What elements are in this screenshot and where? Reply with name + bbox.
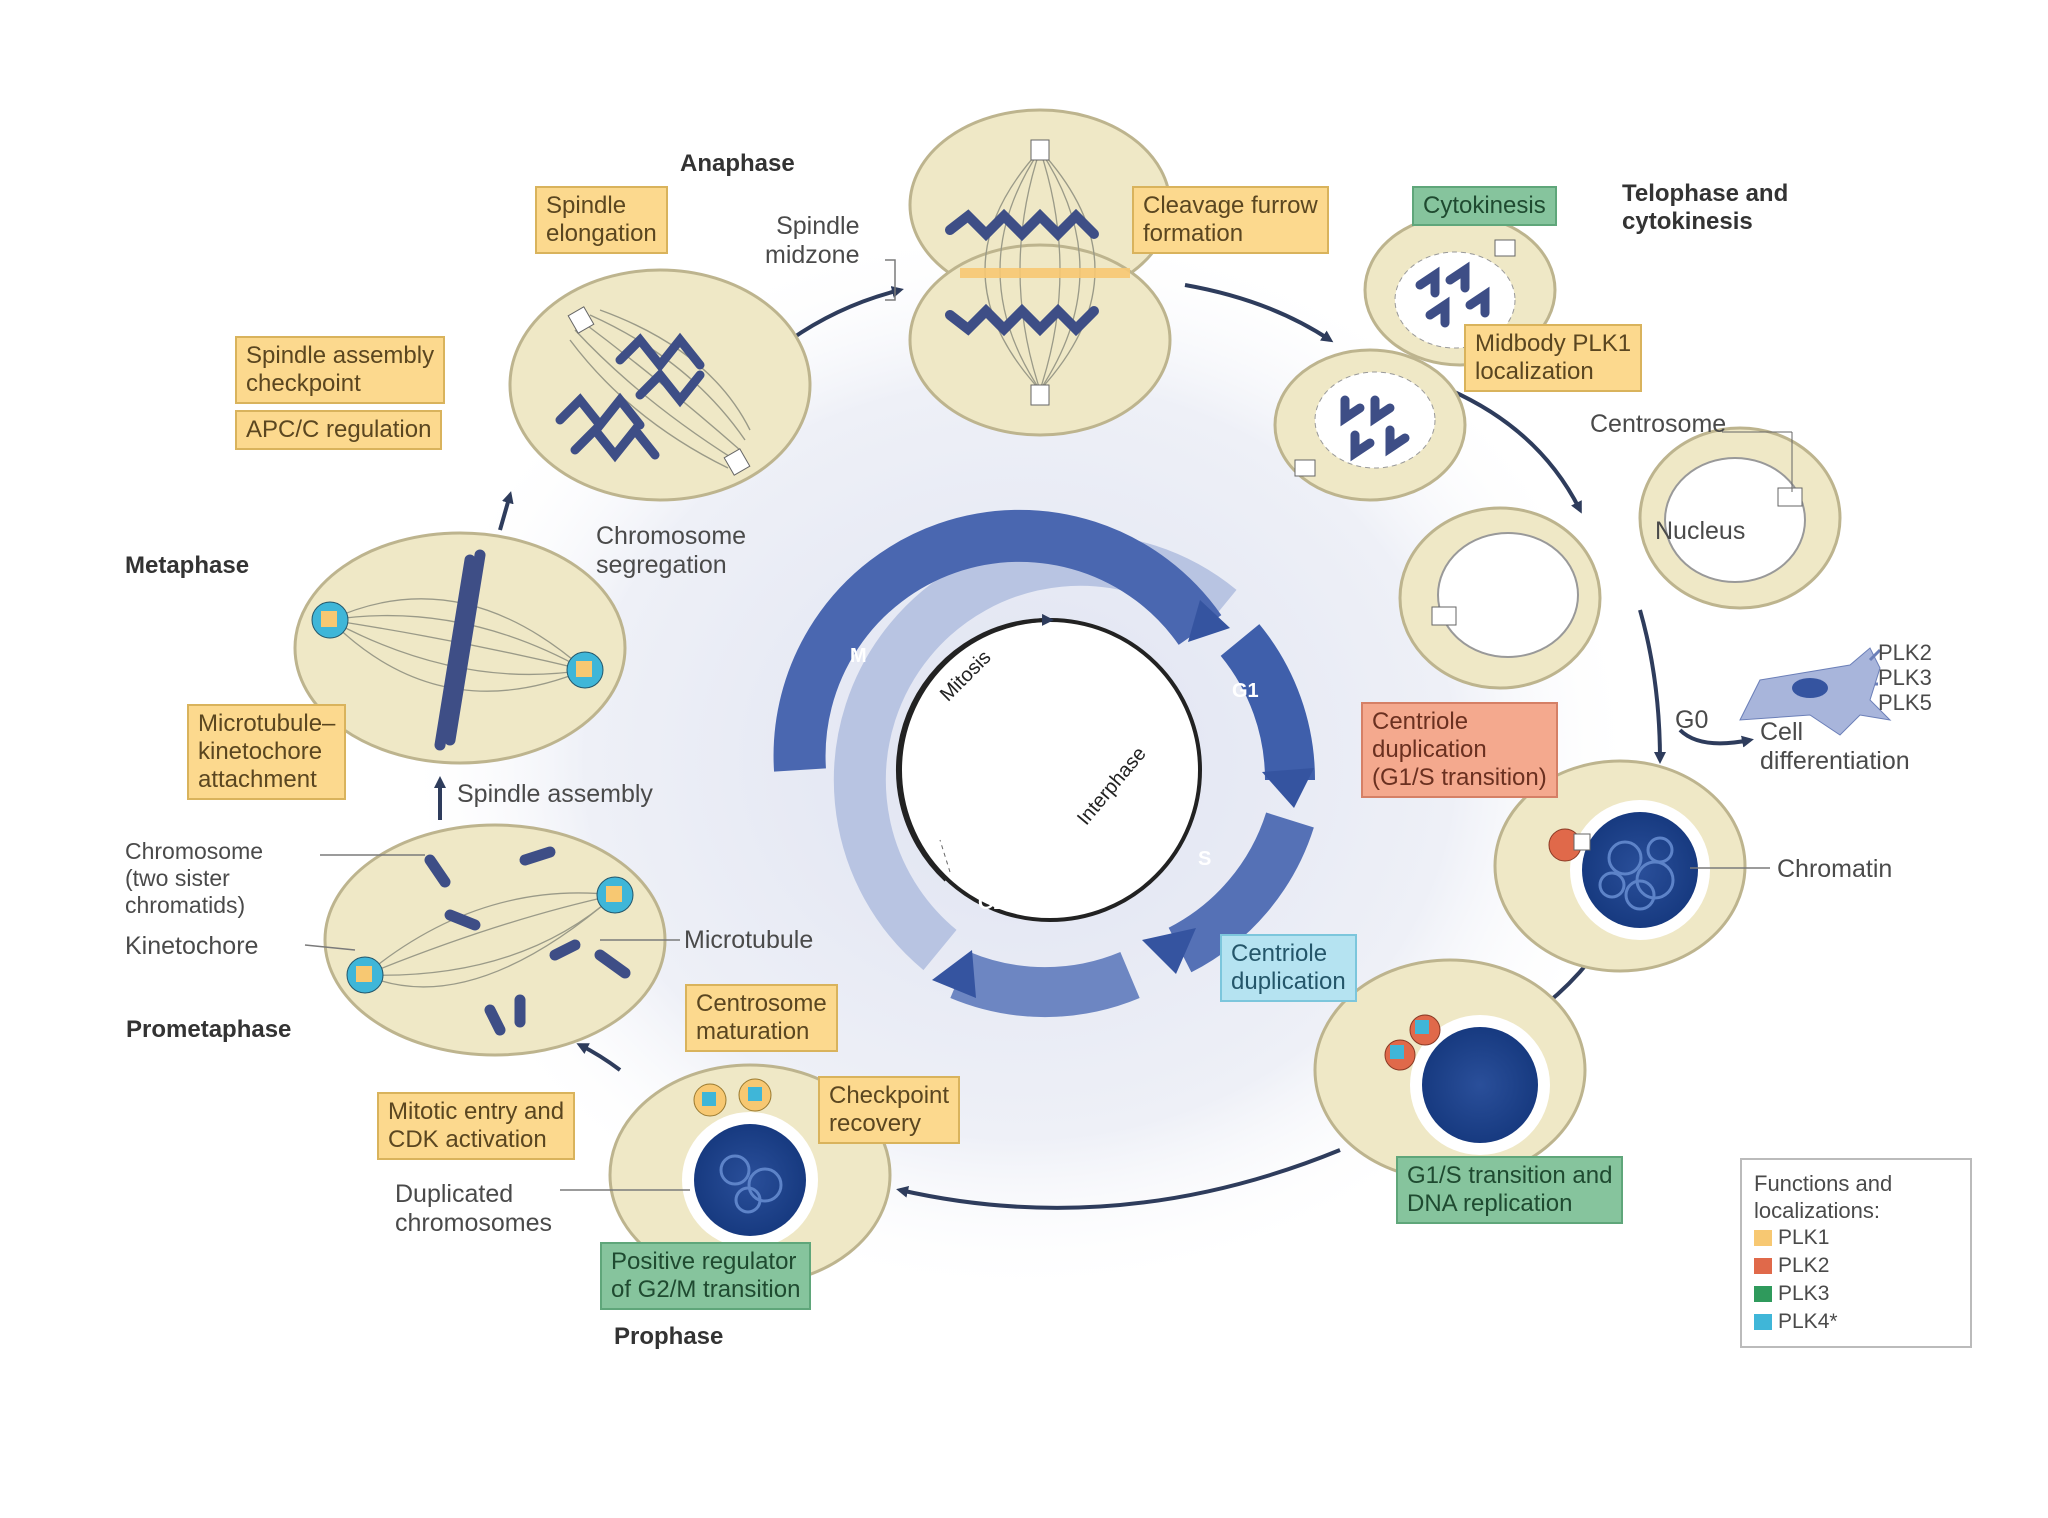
g1-phase-arc — [1220, 624, 1316, 781]
label-cell-differentiation: Cell differentiation — [1760, 718, 1910, 775]
label-plk-list: PLK2 PLK3 PLK5 — [1878, 640, 1932, 715]
stage-prophase: Prophase — [614, 1323, 724, 1350]
leader-lines — [304, 259, 1770, 1191]
prometaphase-cell — [323, 823, 667, 1057]
box-apc-regulation: APC/C regulation — [235, 410, 443, 450]
label-duplicated-chromosomes: Duplicated chromosomes — [395, 1180, 552, 1237]
telophase-dividing-cell — [908, 108, 1172, 437]
label-kinetochore: Kinetochore — [125, 932, 259, 960]
legend-swatch — [1754, 1258, 1772, 1274]
legend-label: PLK3 — [1778, 1282, 1830, 1305]
legend-item-plk3: PLK3 — [1754, 1280, 1958, 1308]
stage-telophase: Telophase and cytokinesis — [1622, 180, 1789, 235]
box-checkpoint-recovery: Checkpoint recovery — [818, 1076, 961, 1144]
label-chromosome-segregation: Chromosome segregation — [596, 522, 747, 579]
box-centrosome-maturation: Centrosome maturation — [685, 984, 838, 1052]
box-microtubule-kinetochore: Microtubule– kinetochore attachment — [187, 704, 347, 800]
box-mitotic-entry: Mitotic entry and CDK activation — [377, 1092, 576, 1160]
legend-label: PLK2 — [1778, 1254, 1830, 1277]
g1-cells — [1398, 426, 1842, 690]
cycle-label-s: S — [1198, 848, 1212, 870]
label-microtubule: Microtubule — [684, 926, 814, 954]
legend-title: Functions and localizations: — [1754, 1171, 1893, 1223]
legend-swatch — [1754, 1314, 1772, 1330]
box-centriole-duplication: Centriole duplication — [1220, 934, 1357, 1002]
cycle-label-g1: G1 — [1232, 680, 1259, 702]
legend-label: PLK1 — [1778, 1226, 1830, 1249]
box-positive-regulator: Positive regulator of G2/M transition — [600, 1242, 812, 1310]
stage-prometaphase: Prometaphase — [126, 1016, 292, 1043]
label-nucleus: Nucleus — [1655, 517, 1746, 545]
label-chromatin: Chromatin — [1777, 855, 1893, 883]
differentiated-cell — [1739, 647, 1892, 736]
legend-item-plk4: PLK4* — [1754, 1308, 1958, 1336]
centriole-duplication-cell — [1493, 759, 1747, 973]
label-centrosome: Centrosome — [1590, 410, 1727, 438]
metaphase-cell — [293, 531, 627, 765]
g2-phase-arc — [950, 951, 1140, 1018]
label-g0: G0 — [1675, 706, 1709, 734]
box-centriole-duplication-g1s: Centriole duplication (G1/S transition) — [1361, 702, 1558, 798]
legend-label: PLK4* — [1778, 1310, 1838, 1333]
box-g1s-dna-replication: G1/S transition and DNA replication — [1396, 1156, 1624, 1224]
s-phase-cell — [1313, 958, 1587, 1182]
box-spindle-elongation: Spindle elongation — [535, 186, 668, 254]
s-phase-arc — [1168, 812, 1314, 973]
cycle-label-m: M — [850, 645, 867, 667]
legend: Functions and localizations: PLK1 PLK2 P… — [1740, 1158, 1972, 1348]
box-cleavage-furrow: Cleavage furrow formation — [1132, 186, 1329, 254]
box-cytokinesis: Cytokinesis — [1412, 186, 1557, 226]
box-spindle-assembly-checkpoint: Spindle assembly checkpoint — [235, 336, 446, 404]
label-spindle-midzone: Spindle midzone — [765, 212, 860, 269]
label-spindle-assembly: Spindle assembly — [457, 780, 653, 808]
legend-swatch — [1754, 1286, 1772, 1302]
legend-item-plk2: PLK2 — [1754, 1252, 1958, 1280]
stage-anaphase: Anaphase — [680, 150, 795, 177]
label-chromosome-sister: Chromosome (two sister chromatids) — [125, 838, 264, 918]
box-midbody: Midbody PLK1 localization — [1464, 324, 1643, 392]
legend-item-plk1: PLK1 — [1754, 1224, 1958, 1252]
anaphase-cell — [508, 268, 812, 502]
stage-metaphase: Metaphase — [125, 552, 250, 579]
legend-swatch — [1754, 1230, 1772, 1246]
cycle-label-g2: G2 — [978, 892, 1005, 914]
cell-cycle-ring — [773, 509, 1316, 1018]
inner-cycle-circle — [898, 618, 1202, 922]
